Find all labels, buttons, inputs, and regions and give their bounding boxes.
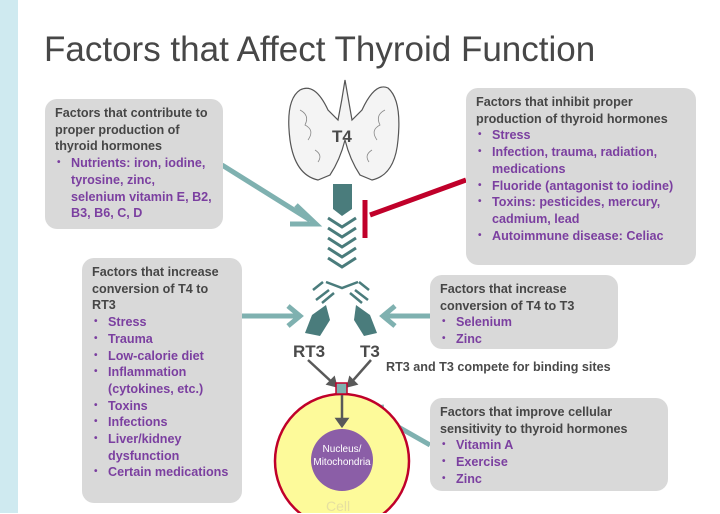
list-item: Selenium <box>440 314 608 331</box>
chevrons <box>312 216 370 304</box>
box-t3: Factors that increase conversion of T4 t… <box>430 275 618 349</box>
list-item: Liver/kidney dysfunction <box>92 431 232 464</box>
list-item: Autoimmune disease: Celiac <box>476 228 686 245</box>
decorative-stripe <box>0 0 18 513</box>
box-rt3: Factors that increase conversion of T4 t… <box>82 258 242 503</box>
list-item: Infections <box>92 414 232 431</box>
list-item: Inflammation (cytokines, etc.) <box>92 364 232 397</box>
t3-arrowhead <box>354 305 377 336</box>
list-item: Fluoride (antagonist to iodine) <box>476 178 686 195</box>
box-inhibit: Factors that inhibit proper production o… <box>466 88 696 265</box>
list-item: Vitamin A <box>440 437 658 454</box>
list-item: Trauma <box>92 331 232 348</box>
inhibit-bar <box>362 177 467 238</box>
binding-arrows <box>307 359 372 429</box>
nucleus <box>311 429 373 491</box>
box-heading: Factors that improve cellular sensitivit… <box>440 405 628 436</box>
box-heading: Factors that increase conversion of T4 t… <box>440 282 575 313</box>
compete-label: RT3 and T3 compete for binding sites <box>386 360 611 374</box>
page-title: Factors that Affect Thyroid Function <box>44 30 596 69</box>
list-item: Stress <box>476 127 686 144</box>
list-item: Zinc <box>440 471 658 488</box>
t3-label: T3 <box>360 342 380 361</box>
t4-trunk <box>333 184 352 216</box>
list-item: Certain medications <box>92 464 232 481</box>
cell-label: Cell <box>326 498 351 514</box>
receptor <box>335 382 348 395</box>
box-sensitivity: Factors that improve cellular sensitivit… <box>430 398 668 491</box>
list-item: Stress <box>92 314 232 331</box>
list-item: Toxins <box>92 398 232 415</box>
list-item: Toxins: pesticides, mercury, cadmium, le… <box>476 194 686 227</box>
box-heading: Factors that inhibit proper production o… <box>476 95 668 126</box>
nucleus-label: Nucleus/ Mitochondria <box>313 444 371 468</box>
list-item: Nutrients: iron, iodine, tyrosine, zinc,… <box>55 155 213 222</box>
t4-label: T4 <box>332 127 352 146</box>
list-item: Infection, trauma, radiation, medication… <box>476 144 686 177</box>
list-item: Zinc <box>440 331 608 348</box>
thyroid-gland-icon <box>288 79 400 181</box>
box-heading: Factors that contribute to proper produc… <box>55 106 208 154</box>
box-contribute: Factors that contribute to proper produc… <box>45 99 223 229</box>
box-heading: Factors that increase conversion of T4 t… <box>92 265 219 313</box>
rt3-label: RT3 <box>293 342 326 361</box>
rt3-arrowhead <box>305 305 330 336</box>
list-item: Exercise <box>440 454 658 471</box>
list-item: Low-calorie diet <box>92 348 232 365</box>
